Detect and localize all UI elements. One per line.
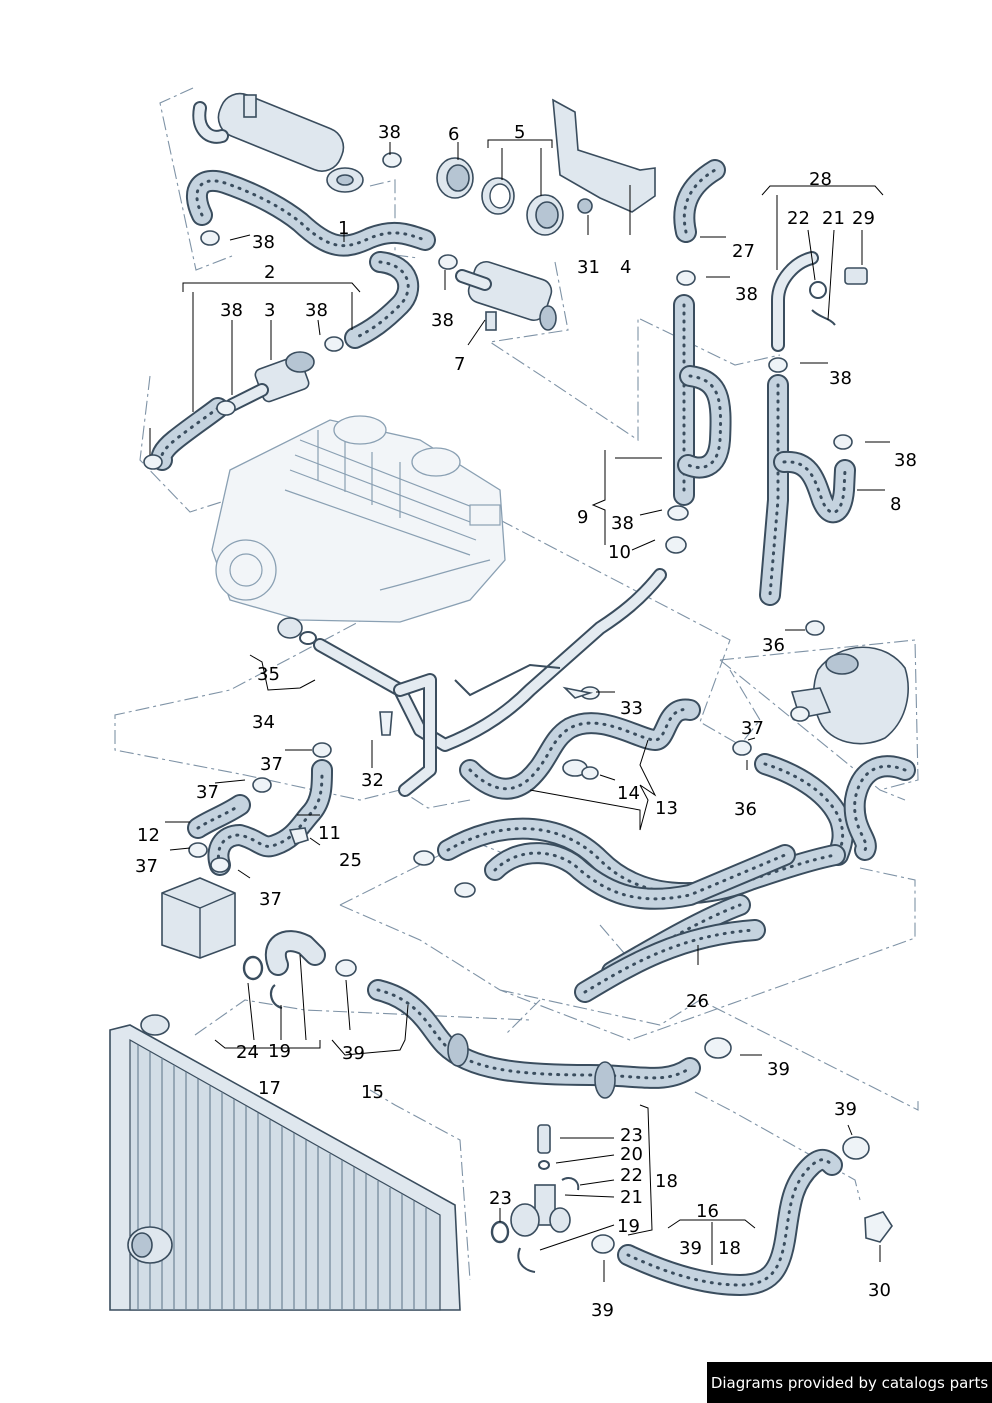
callout-37-a: 37 xyxy=(741,718,764,739)
flange-parts-5-6 xyxy=(436,157,564,236)
callout-11: 11 xyxy=(318,823,341,844)
callout-38-i: 38 xyxy=(611,513,634,534)
elbow-24-19 xyxy=(242,930,326,1010)
expansion-tank-36 xyxy=(790,646,909,745)
callout-labels: 38 6 5 1 38 2 38 3 38 38 7 27 38 4 31 28… xyxy=(135,122,917,1321)
callout-17: 17 xyxy=(258,1078,281,1099)
hose-26 xyxy=(437,817,846,1003)
hose-27-9 xyxy=(673,159,732,506)
callout-3: 3 xyxy=(264,300,275,321)
callout-16: 16 xyxy=(696,1201,719,1222)
connector-28 xyxy=(771,251,868,352)
callout-29: 29 xyxy=(852,208,875,229)
callout-18-a: 18 xyxy=(655,1171,678,1192)
callout-36-b: 36 xyxy=(734,799,757,820)
callout-7: 7 xyxy=(454,354,465,375)
callout-21-a: 21 xyxy=(822,208,845,229)
callout-37-b: 37 xyxy=(260,754,283,775)
callout-30: 30 xyxy=(868,1280,891,1301)
callout-9: 9 xyxy=(577,507,588,528)
hose-1 xyxy=(186,169,436,257)
callout-39-c: 39 xyxy=(679,1238,702,1259)
callout-4: 4 xyxy=(620,257,631,278)
hose-2 xyxy=(150,251,420,471)
callout-39-e: 39 xyxy=(591,1300,614,1321)
callout-19-b: 19 xyxy=(617,1216,640,1237)
callout-22-a: 22 xyxy=(787,208,810,229)
callout-38-b: 38 xyxy=(252,232,275,253)
callout-38-g: 38 xyxy=(829,368,852,389)
callout-33: 33 xyxy=(620,698,643,719)
hose-8 xyxy=(759,374,856,606)
pump-7 xyxy=(455,260,557,331)
oil-cooler-11-12 xyxy=(161,759,333,959)
callout-6: 6 xyxy=(448,124,459,145)
coolant-pipe-34 xyxy=(277,568,667,797)
callout-38-c: 38 xyxy=(220,300,243,321)
callout-38-e: 38 xyxy=(431,310,454,331)
callout-39-d: 39 xyxy=(834,1099,857,1120)
callout-10: 10 xyxy=(608,542,631,563)
callout-28: 28 xyxy=(809,169,832,190)
callout-37-e: 37 xyxy=(259,889,282,910)
callout-39-b: 39 xyxy=(767,1059,790,1080)
watermark-banner: Diagrams provided by catalogs parts xyxy=(707,1362,992,1403)
hose-36 xyxy=(754,753,916,866)
callout-19-a: 19 xyxy=(268,1041,291,1062)
callout-5: 5 xyxy=(514,122,525,143)
callout-20: 20 xyxy=(620,1144,643,1165)
callout-18-b: 18 xyxy=(718,1238,741,1259)
callout-25: 25 xyxy=(339,850,362,871)
callout-38-a: 38 xyxy=(378,122,401,143)
callout-38-f: 38 xyxy=(735,284,758,305)
callout-34: 34 xyxy=(252,712,275,733)
hose-clamps xyxy=(143,152,893,1254)
callout-1: 1 xyxy=(338,218,349,239)
callout-36-a: 36 xyxy=(762,635,785,656)
callout-22-b: 22 xyxy=(620,1165,643,1186)
callout-38-h: 38 xyxy=(894,450,917,471)
callout-15: 15 xyxy=(361,1082,384,1103)
callout-35: 35 xyxy=(257,664,280,685)
engine-block xyxy=(211,415,506,623)
callout-39-a: 39 xyxy=(342,1043,365,1064)
callout-37-d: 37 xyxy=(135,856,158,877)
callout-26: 26 xyxy=(686,991,709,1012)
valve-3 xyxy=(225,351,315,412)
callout-38-d: 38 xyxy=(305,300,328,321)
callout-12: 12 xyxy=(137,825,160,846)
radiator-17 xyxy=(109,1014,461,1311)
callout-2: 2 xyxy=(264,262,275,283)
callout-23-a: 23 xyxy=(620,1125,643,1146)
leader-lines xyxy=(149,139,890,1282)
hose-16 xyxy=(617,1148,843,1296)
egr-cooler xyxy=(192,92,364,193)
callout-32: 32 xyxy=(361,770,384,791)
callout-23-b: 23 xyxy=(489,1188,512,1209)
callout-37-c: 37 xyxy=(196,782,219,803)
callout-24: 24 xyxy=(236,1042,259,1063)
callout-31: 31 xyxy=(577,257,600,278)
callout-8: 8 xyxy=(890,494,901,515)
callout-21-b: 21 xyxy=(620,1187,643,1208)
bracket-4 xyxy=(552,98,656,214)
assembly-frames xyxy=(114,87,919,1281)
callout-13: 13 xyxy=(655,798,678,819)
hose-15 xyxy=(367,979,701,1099)
t-connector xyxy=(490,1124,580,1273)
callout-14: 14 xyxy=(617,783,640,804)
hose-13 xyxy=(459,698,701,800)
callout-27: 27 xyxy=(732,241,755,262)
